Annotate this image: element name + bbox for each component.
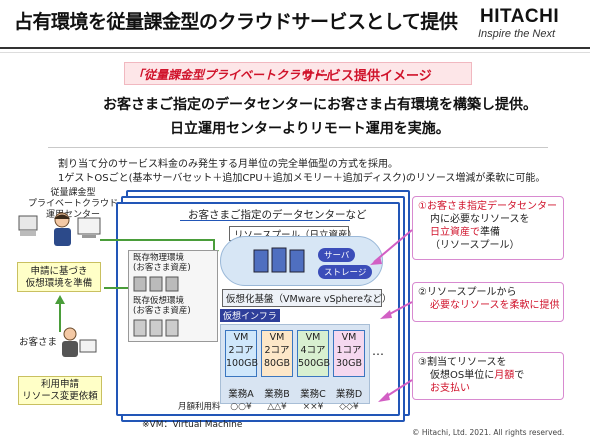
virtual-server-icon (133, 319, 179, 337)
note-1-line-c: 日立資産で (430, 227, 480, 238)
vm-card: VM 2コア 80GB (261, 330, 293, 377)
operator-icon (18, 212, 101, 246)
note-3-line-d: で (514, 370, 525, 381)
pool-title: リソースプール（日立資産） (234, 227, 357, 241)
vm-ellipsis: … (372, 344, 384, 358)
storage-pill: ストレージ (318, 265, 373, 279)
customer-label: お客さま (19, 337, 58, 348)
server-stack-icon (253, 247, 305, 273)
vm-cores: 2コア (228, 345, 254, 356)
description-line-2: 1ゲストOSごと(基本サーバセット＋追加CPU＋追加メモリー＋追加ディスク)のリ… (58, 173, 546, 184)
vm-biz-label: 業務D (335, 389, 363, 400)
note-3-line-b: 仮想OS単位に (430, 370, 495, 381)
physical-env-label: 既存物理環境 (お客さま資産) (133, 253, 191, 273)
hitachi-logo: HITACHI (480, 6, 560, 27)
vm-cores: 4コア (300, 345, 326, 356)
note-3-line-e: お支払い (430, 383, 470, 394)
virt-base-label: 仮想化基盤（VMware vSphereなど） (226, 294, 392, 305)
vm-vm: VM (233, 332, 249, 343)
monthly-label: 月額利用料 (178, 402, 221, 412)
lead-line-1: お客さまご指定のデータセンターにお客さま占有環境を構築し提供。 (103, 97, 537, 113)
note-1-line-b: 内に必要なリソースを (430, 214, 530, 225)
prep-box: 申請に基づき 仮想環境を準備 (17, 262, 101, 292)
vm-biz-label: 業務C (300, 389, 326, 400)
note-3-line-c: 月額 (494, 370, 515, 381)
note-2: ②リソースプールから 必要なリソースを柔軟に提供 (412, 282, 564, 322)
vm-vm: VM (305, 332, 321, 343)
note-1-line-d: 準備 (480, 227, 500, 238)
vm-disk: 500GB (298, 358, 331, 369)
vm-price: △△¥ (267, 402, 287, 412)
note-2-line-a: ②リソースプールから (418, 287, 517, 298)
vm-disk: 80GB (264, 358, 290, 369)
accent-bar (0, 52, 590, 53)
arrow-up-icon (55, 295, 65, 332)
vm-disk: 100GB (226, 358, 259, 369)
vm-price: ××¥ (302, 402, 324, 412)
vm-card: VM 1コア 30GB (333, 330, 365, 377)
note-2-line-b: 必要なリソースを柔軟に提供 (430, 300, 560, 311)
server-pill: サーバ (318, 248, 356, 262)
description-line-1: 割り当て分のサービス料金のみ発生する月単位の完全単価型の方式を採用。 (58, 159, 398, 170)
note-1-line-a: ①お客さま指定データセンター (418, 201, 557, 212)
vm-biz-label: 業務B (264, 389, 290, 400)
vm-vm: VM (269, 332, 285, 343)
header-divider (0, 47, 590, 49)
vm-cores: 2コア (264, 345, 290, 356)
dc-title-underline (180, 220, 350, 221)
physical-server-icon (133, 276, 179, 292)
dc-title: お客さまご指定のデータセンターなど (188, 209, 367, 221)
banner-suffix: サービス提供イメージ (302, 69, 432, 84)
banner-prefix: 「従量課金型プライベートクラウド」 (132, 68, 337, 82)
vm-disk: 30GB (336, 358, 362, 369)
customer-icon (62, 327, 97, 357)
virt-infra-tag: 仮想インフラ (220, 309, 280, 322)
vm-biz-label: 業務A (228, 389, 254, 400)
vm-vm: VM (341, 332, 357, 343)
request-box: 利用申請 リソース変更依頼 (18, 376, 102, 405)
page-title: 占有環境を従量課金型のクラウドサービスとして提供 (14, 11, 458, 33)
vm-price: ○○¥ (230, 402, 252, 412)
vm-price: ◇◇¥ (339, 402, 359, 412)
virt-base-box (222, 289, 382, 307)
operation-center-title: 従量課金型 プライベートクラウド 運用センター (28, 188, 119, 220)
section-divider (48, 147, 548, 148)
subtitle-banner (124, 62, 472, 85)
copyright: © Hitachi, Ltd. 2021. All rights reserve… (412, 428, 565, 437)
logo-tagline: Inspire the Next (478, 28, 556, 40)
vm-card: VM 2コア 100GB (225, 330, 259, 377)
note-3: ③割当てリソースを 仮想OS単位に月額で お支払い (412, 352, 564, 400)
lead-line-2: 日立運用センターよりリモート運用を実施。 (170, 121, 450, 137)
vm-cores: 1コア (336, 345, 362, 356)
note-1: ①お客さま指定データセンター 内に必要なリソースを 日立資産で準備 （リソースプ… (412, 196, 564, 260)
vm-footnote: ※VM：Virtual Machine (142, 420, 243, 430)
vm-card: VM 4コア 500GB (297, 330, 331, 377)
note-1-line-e: （リソースプール） (430, 240, 520, 251)
virtual-env-label: 既存仮想環境 (お客さま資産) (133, 296, 191, 316)
note-3-line-a: ③割当てリソースを (418, 357, 507, 368)
